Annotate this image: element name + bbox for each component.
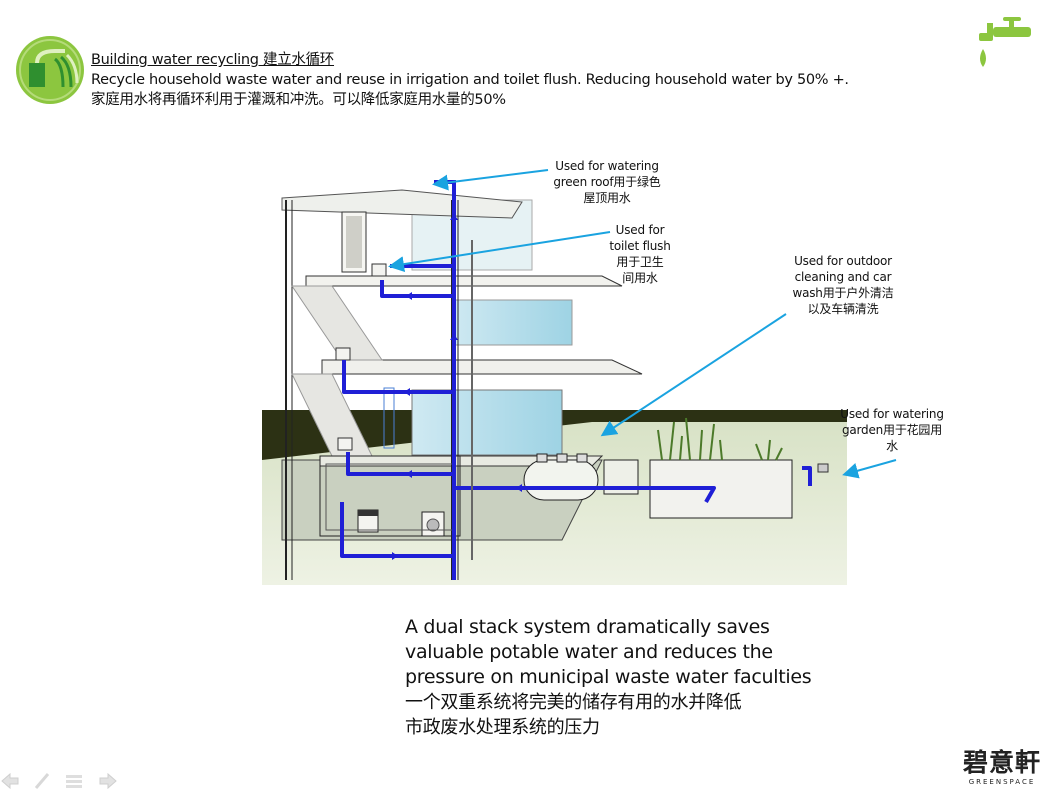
planter bbox=[649, 459, 793, 519]
toilet-middle bbox=[335, 347, 351, 361]
summary-line-cn: 市政废水处理系统的压力 bbox=[405, 717, 600, 738]
callout-line: Used for bbox=[615, 223, 665, 237]
callout-toilet-flush: Used for toilet flush 用于卫生 间用水 bbox=[596, 222, 684, 286]
callout-line: toilet flush bbox=[609, 239, 671, 253]
header-title: Building water recycling 建立水循环 bbox=[91, 52, 335, 68]
recycling-logo-icon bbox=[16, 36, 84, 104]
storage-tank bbox=[523, 459, 599, 501]
summary-line-en: valuable potable water and reduces the bbox=[405, 641, 773, 663]
summary-line-en: A dual stack system dramatically saves bbox=[405, 616, 770, 638]
building-water-system-illustration bbox=[262, 178, 847, 585]
callout-line: cleaning and car bbox=[794, 270, 892, 284]
callout-line: Used for outdoor bbox=[794, 254, 892, 268]
brand-name-cn: 碧意軒 bbox=[962, 748, 1041, 777]
callout-outdoor-cleaning: Used for outdoor cleaning and car wash用于… bbox=[772, 253, 914, 317]
glass-facade-upper bbox=[451, 299, 573, 346]
brand-logo: 碧意軒 GREENSPACE bbox=[958, 748, 1046, 792]
callout-line: Used for watering bbox=[840, 407, 944, 421]
garden-tap bbox=[817, 463, 829, 473]
pen-icon[interactable] bbox=[34, 773, 50, 789]
floor-third bbox=[305, 275, 623, 287]
water-tap-icon bbox=[979, 17, 1031, 67]
summary-text: A dual stack system dramatically saves v… bbox=[405, 615, 845, 740]
callout-line: green roof用于绿色 bbox=[553, 175, 661, 189]
header-description-cn: 家庭用水将再循环利用于灌溉和冲洗。可以降低家庭用水量的50% bbox=[91, 92, 506, 108]
header-description-en: Recycle household waste water and reuse … bbox=[91, 72, 849, 88]
header-text: Building water recycling 建立水循环 Recycle h… bbox=[91, 50, 971, 110]
callout-line: 用于卫生 bbox=[616, 255, 664, 269]
glass-facade bbox=[411, 389, 563, 456]
menu-icon[interactable] bbox=[66, 775, 82, 788]
summary-line-cn: 一个双重系统将完美的储存有用的水并降低 bbox=[405, 692, 742, 713]
ladder bbox=[383, 387, 395, 449]
callout-line: garden用于花园用 bbox=[841, 423, 943, 437]
next-arrow-icon[interactable] bbox=[99, 772, 117, 790]
summary-line-en: pressure on municipal waste water facult… bbox=[405, 666, 812, 688]
toilet-upper bbox=[371, 263, 387, 277]
callout-line: 间用水 bbox=[622, 271, 658, 285]
slide-nav-controls bbox=[1, 772, 117, 790]
floor-second bbox=[321, 359, 643, 375]
brand-name-en: GREENSPACE bbox=[968, 778, 1036, 786]
toilet-lower bbox=[337, 437, 353, 451]
prev-arrow-icon[interactable] bbox=[1, 772, 19, 790]
callout-green-roof: Used for watering green roof用于绿色 屋顶用水 bbox=[532, 158, 682, 206]
callout-line: 屋顶用水 bbox=[583, 191, 631, 205]
callout-line: 以及车辆清洗 bbox=[807, 302, 879, 316]
callout-line: wash用于户外清洁 bbox=[792, 286, 894, 300]
floor-roof bbox=[281, 189, 523, 219]
callout-line: 水 bbox=[886, 439, 898, 453]
staircase bbox=[291, 285, 383, 457]
callout-garden: Used for watering garden用于花园用 水 bbox=[826, 406, 958, 454]
callout-line: Used for watering bbox=[555, 159, 659, 173]
garden-plants bbox=[657, 417, 783, 461]
